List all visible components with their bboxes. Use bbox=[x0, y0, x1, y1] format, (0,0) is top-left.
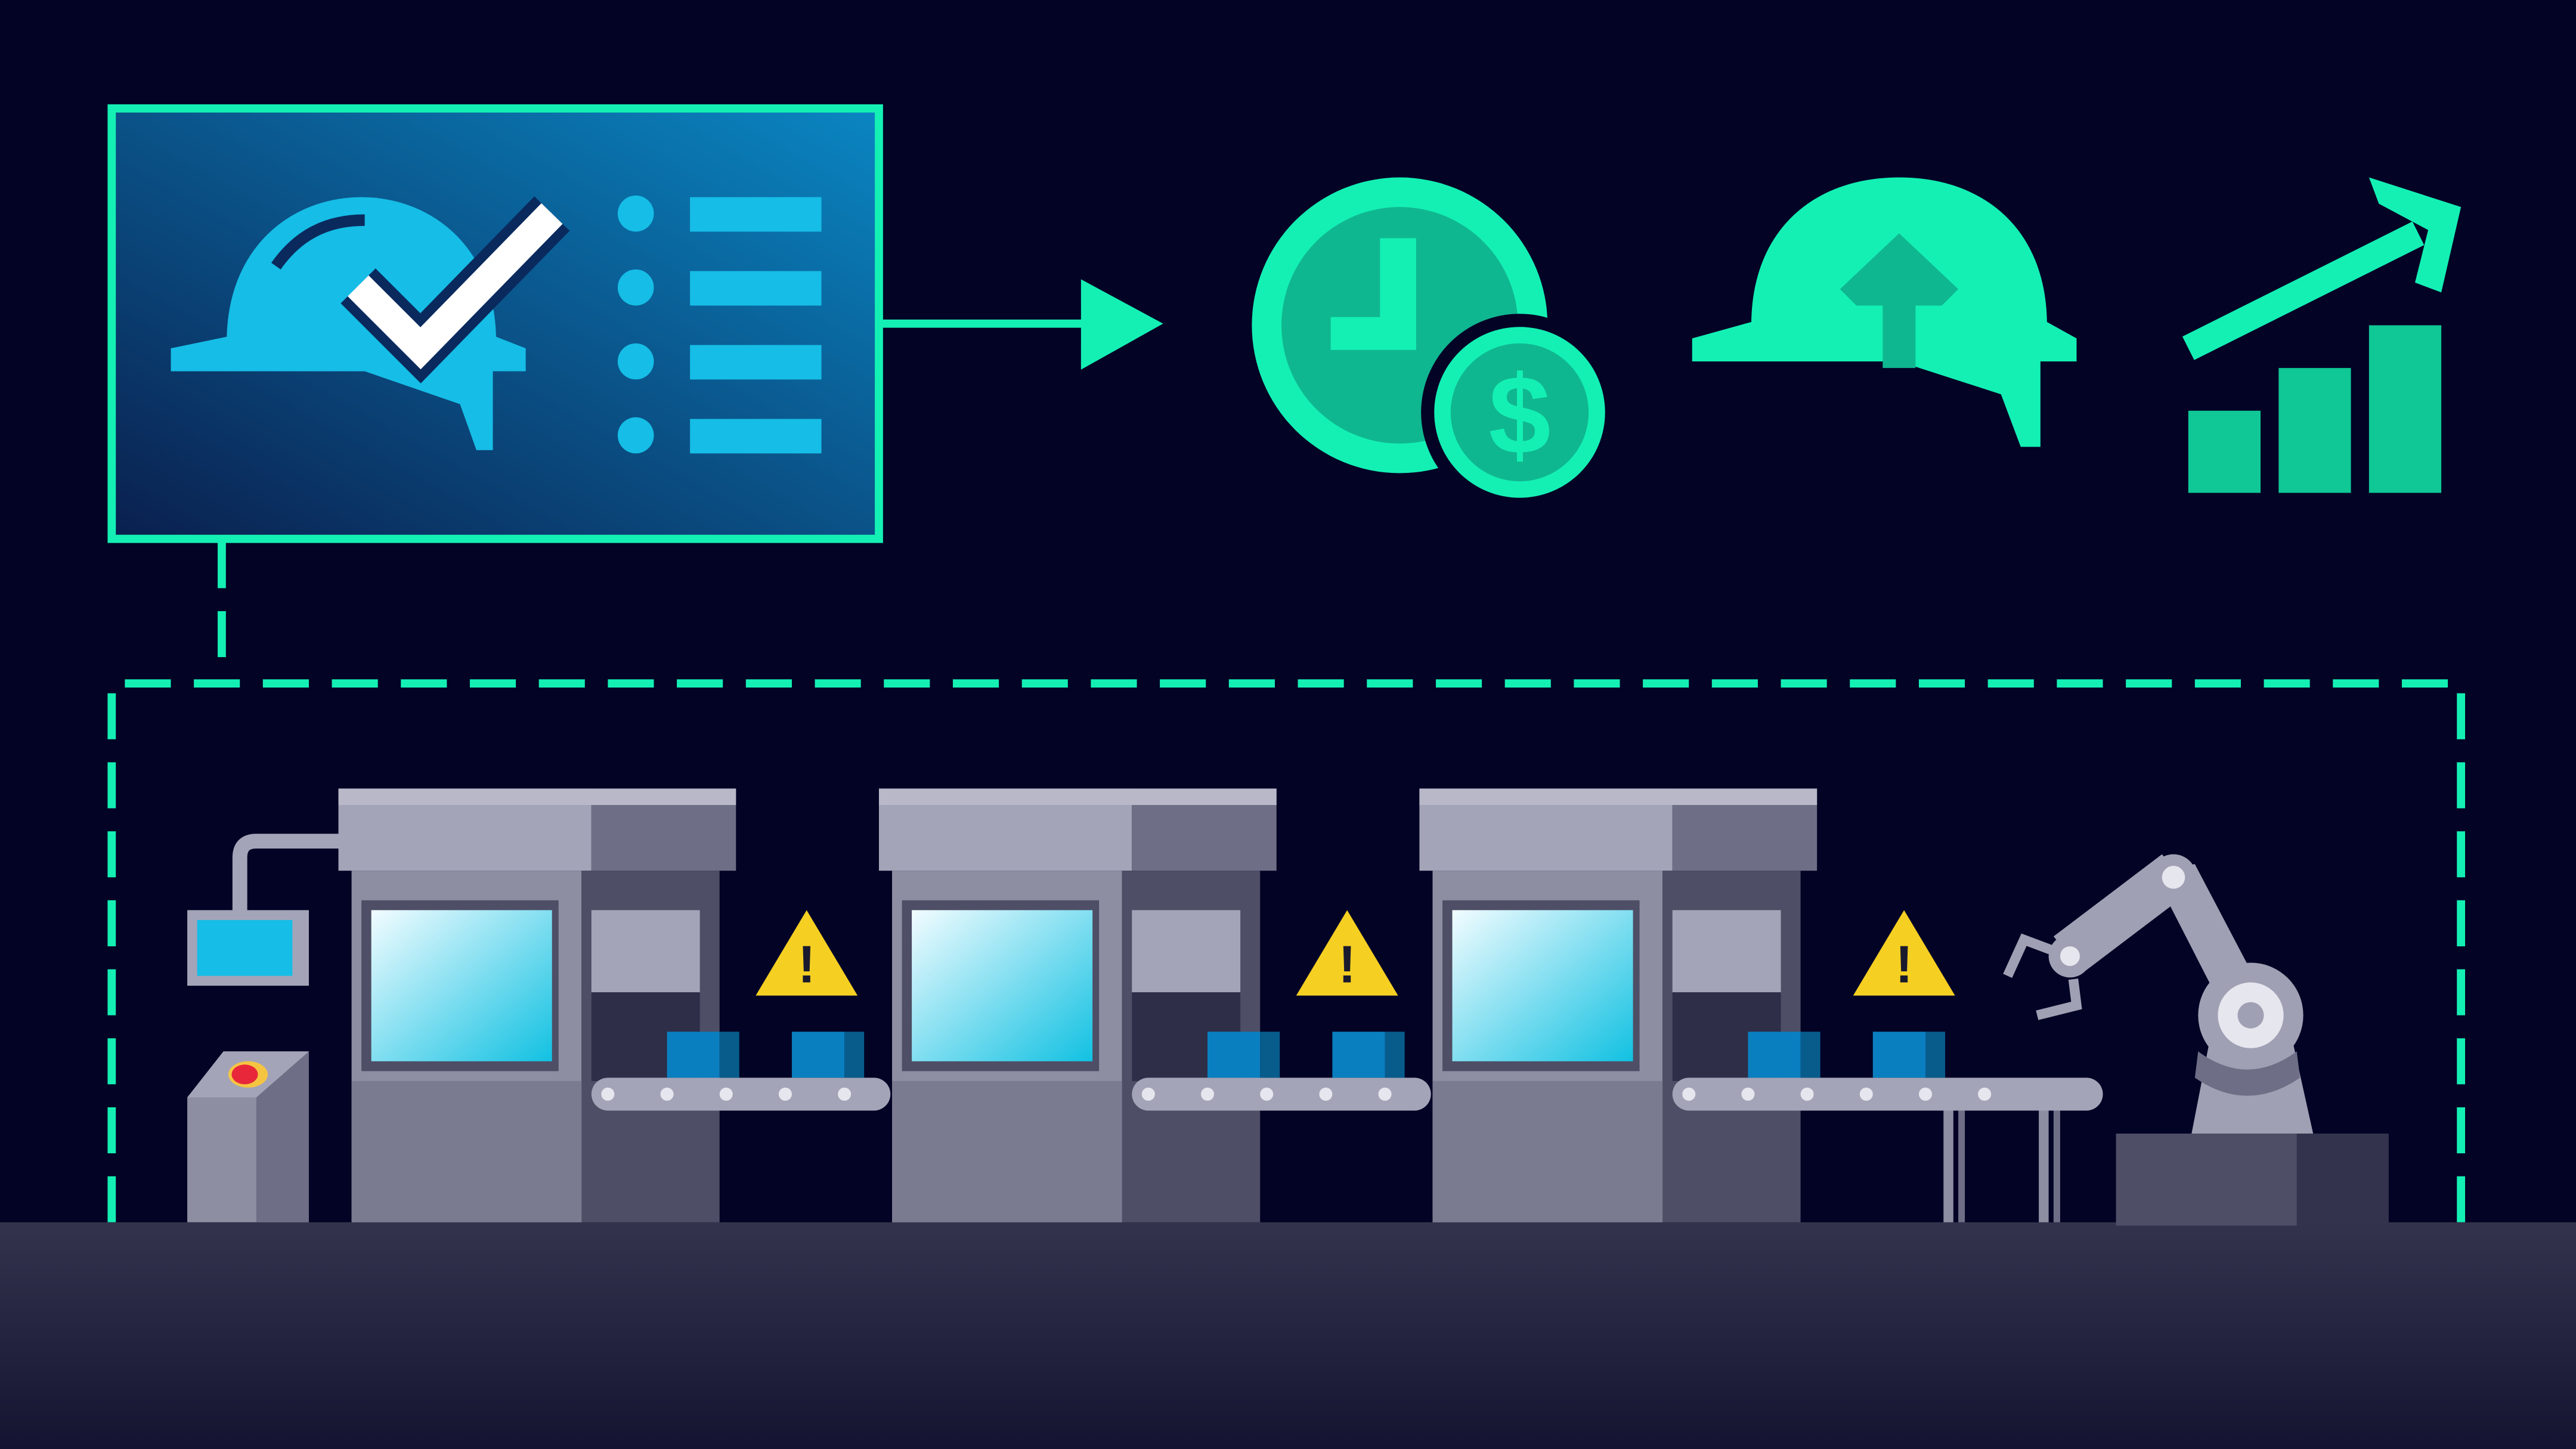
machine-lower-panel bbox=[1432, 1080, 1663, 1222]
production-line-boundary bbox=[107, 542, 2466, 1222]
product-box bbox=[791, 1032, 845, 1078]
machine-top-rim bbox=[1419, 788, 1818, 805]
warning-symbol: ! bbox=[798, 935, 815, 994]
conveyor-belt bbox=[1132, 1078, 1431, 1111]
product-box bbox=[667, 1032, 720, 1078]
conveyor-roller bbox=[1141, 1087, 1155, 1101]
warning-symbol: ! bbox=[1339, 935, 1356, 994]
product-box-side bbox=[1925, 1032, 1946, 1078]
conveyor-belt bbox=[1672, 1078, 2103, 1111]
conveyor-legs bbox=[1943, 1110, 2060, 1222]
conveyor-roller bbox=[660, 1087, 674, 1101]
flow-arrow bbox=[878, 279, 1163, 370]
product-box-side bbox=[1800, 1032, 1820, 1078]
machine-hatch bbox=[1672, 910, 1781, 993]
machine-top-rim bbox=[878, 788, 1277, 805]
warning-triangle-icon bbox=[1296, 910, 1398, 996]
machine-window bbox=[912, 910, 1093, 1061]
hard-hat-up-arrow-icon bbox=[1692, 177, 2077, 447]
conveyor-roller bbox=[1319, 1087, 1333, 1101]
conveyor-roller bbox=[838, 1087, 852, 1101]
product-box bbox=[1208, 1032, 1261, 1078]
conveyor-belt bbox=[591, 1078, 891, 1111]
machine-window bbox=[371, 910, 552, 1061]
robotic-arm-icon bbox=[2003, 854, 2389, 1226]
machine-lower-panel bbox=[351, 1080, 582, 1222]
emergency-stop-console bbox=[187, 1051, 309, 1222]
product-box bbox=[1872, 1032, 1925, 1078]
conveyor-roller bbox=[778, 1087, 792, 1101]
bar-chart-trend-icon bbox=[2182, 177, 2462, 493]
product-box-side bbox=[1385, 1032, 1405, 1078]
dashboard-panel bbox=[107, 104, 883, 543]
clock-dollar-icon: $ bbox=[1252, 177, 1618, 511]
machine-lower-panel bbox=[892, 1080, 1122, 1222]
conveyor-roller bbox=[1978, 1087, 1992, 1101]
warning-triangle-icon bbox=[756, 910, 858, 996]
product-box-side bbox=[1260, 1032, 1280, 1078]
machine-hatch bbox=[591, 910, 700, 993]
machine-top-rim bbox=[338, 788, 736, 805]
conveyor-roller bbox=[1800, 1087, 1814, 1101]
conveyor-roller bbox=[1918, 1087, 1932, 1101]
product-box-side bbox=[719, 1032, 739, 1078]
product-box bbox=[1332, 1032, 1385, 1078]
warning-triangle-icon bbox=[1853, 910, 1955, 996]
conveyor-roller bbox=[601, 1087, 615, 1101]
conveyor-roller bbox=[719, 1087, 733, 1101]
control-monitor bbox=[187, 834, 342, 986]
machine-hatch bbox=[1132, 910, 1241, 993]
machines-group: !!! bbox=[338, 788, 2103, 1222]
factory-floor bbox=[0, 1222, 2576, 1449]
warning-symbol: ! bbox=[1895, 935, 1912, 994]
conveyor-roller bbox=[1859, 1087, 1873, 1101]
product-box-side bbox=[844, 1032, 865, 1078]
hard-hat-checklist-icon bbox=[171, 196, 570, 450]
conveyor-roller bbox=[1682, 1087, 1696, 1101]
machine-window bbox=[1452, 910, 1633, 1061]
conveyor-roller bbox=[1378, 1087, 1392, 1101]
product-box bbox=[1748, 1032, 1801, 1078]
checklist-icon bbox=[617, 195, 822, 454]
conveyor-roller bbox=[1741, 1087, 1755, 1101]
conveyor-roller bbox=[1260, 1087, 1274, 1101]
conveyor-roller bbox=[1200, 1087, 1215, 1101]
dollar-symbol: $ bbox=[1488, 352, 1550, 477]
